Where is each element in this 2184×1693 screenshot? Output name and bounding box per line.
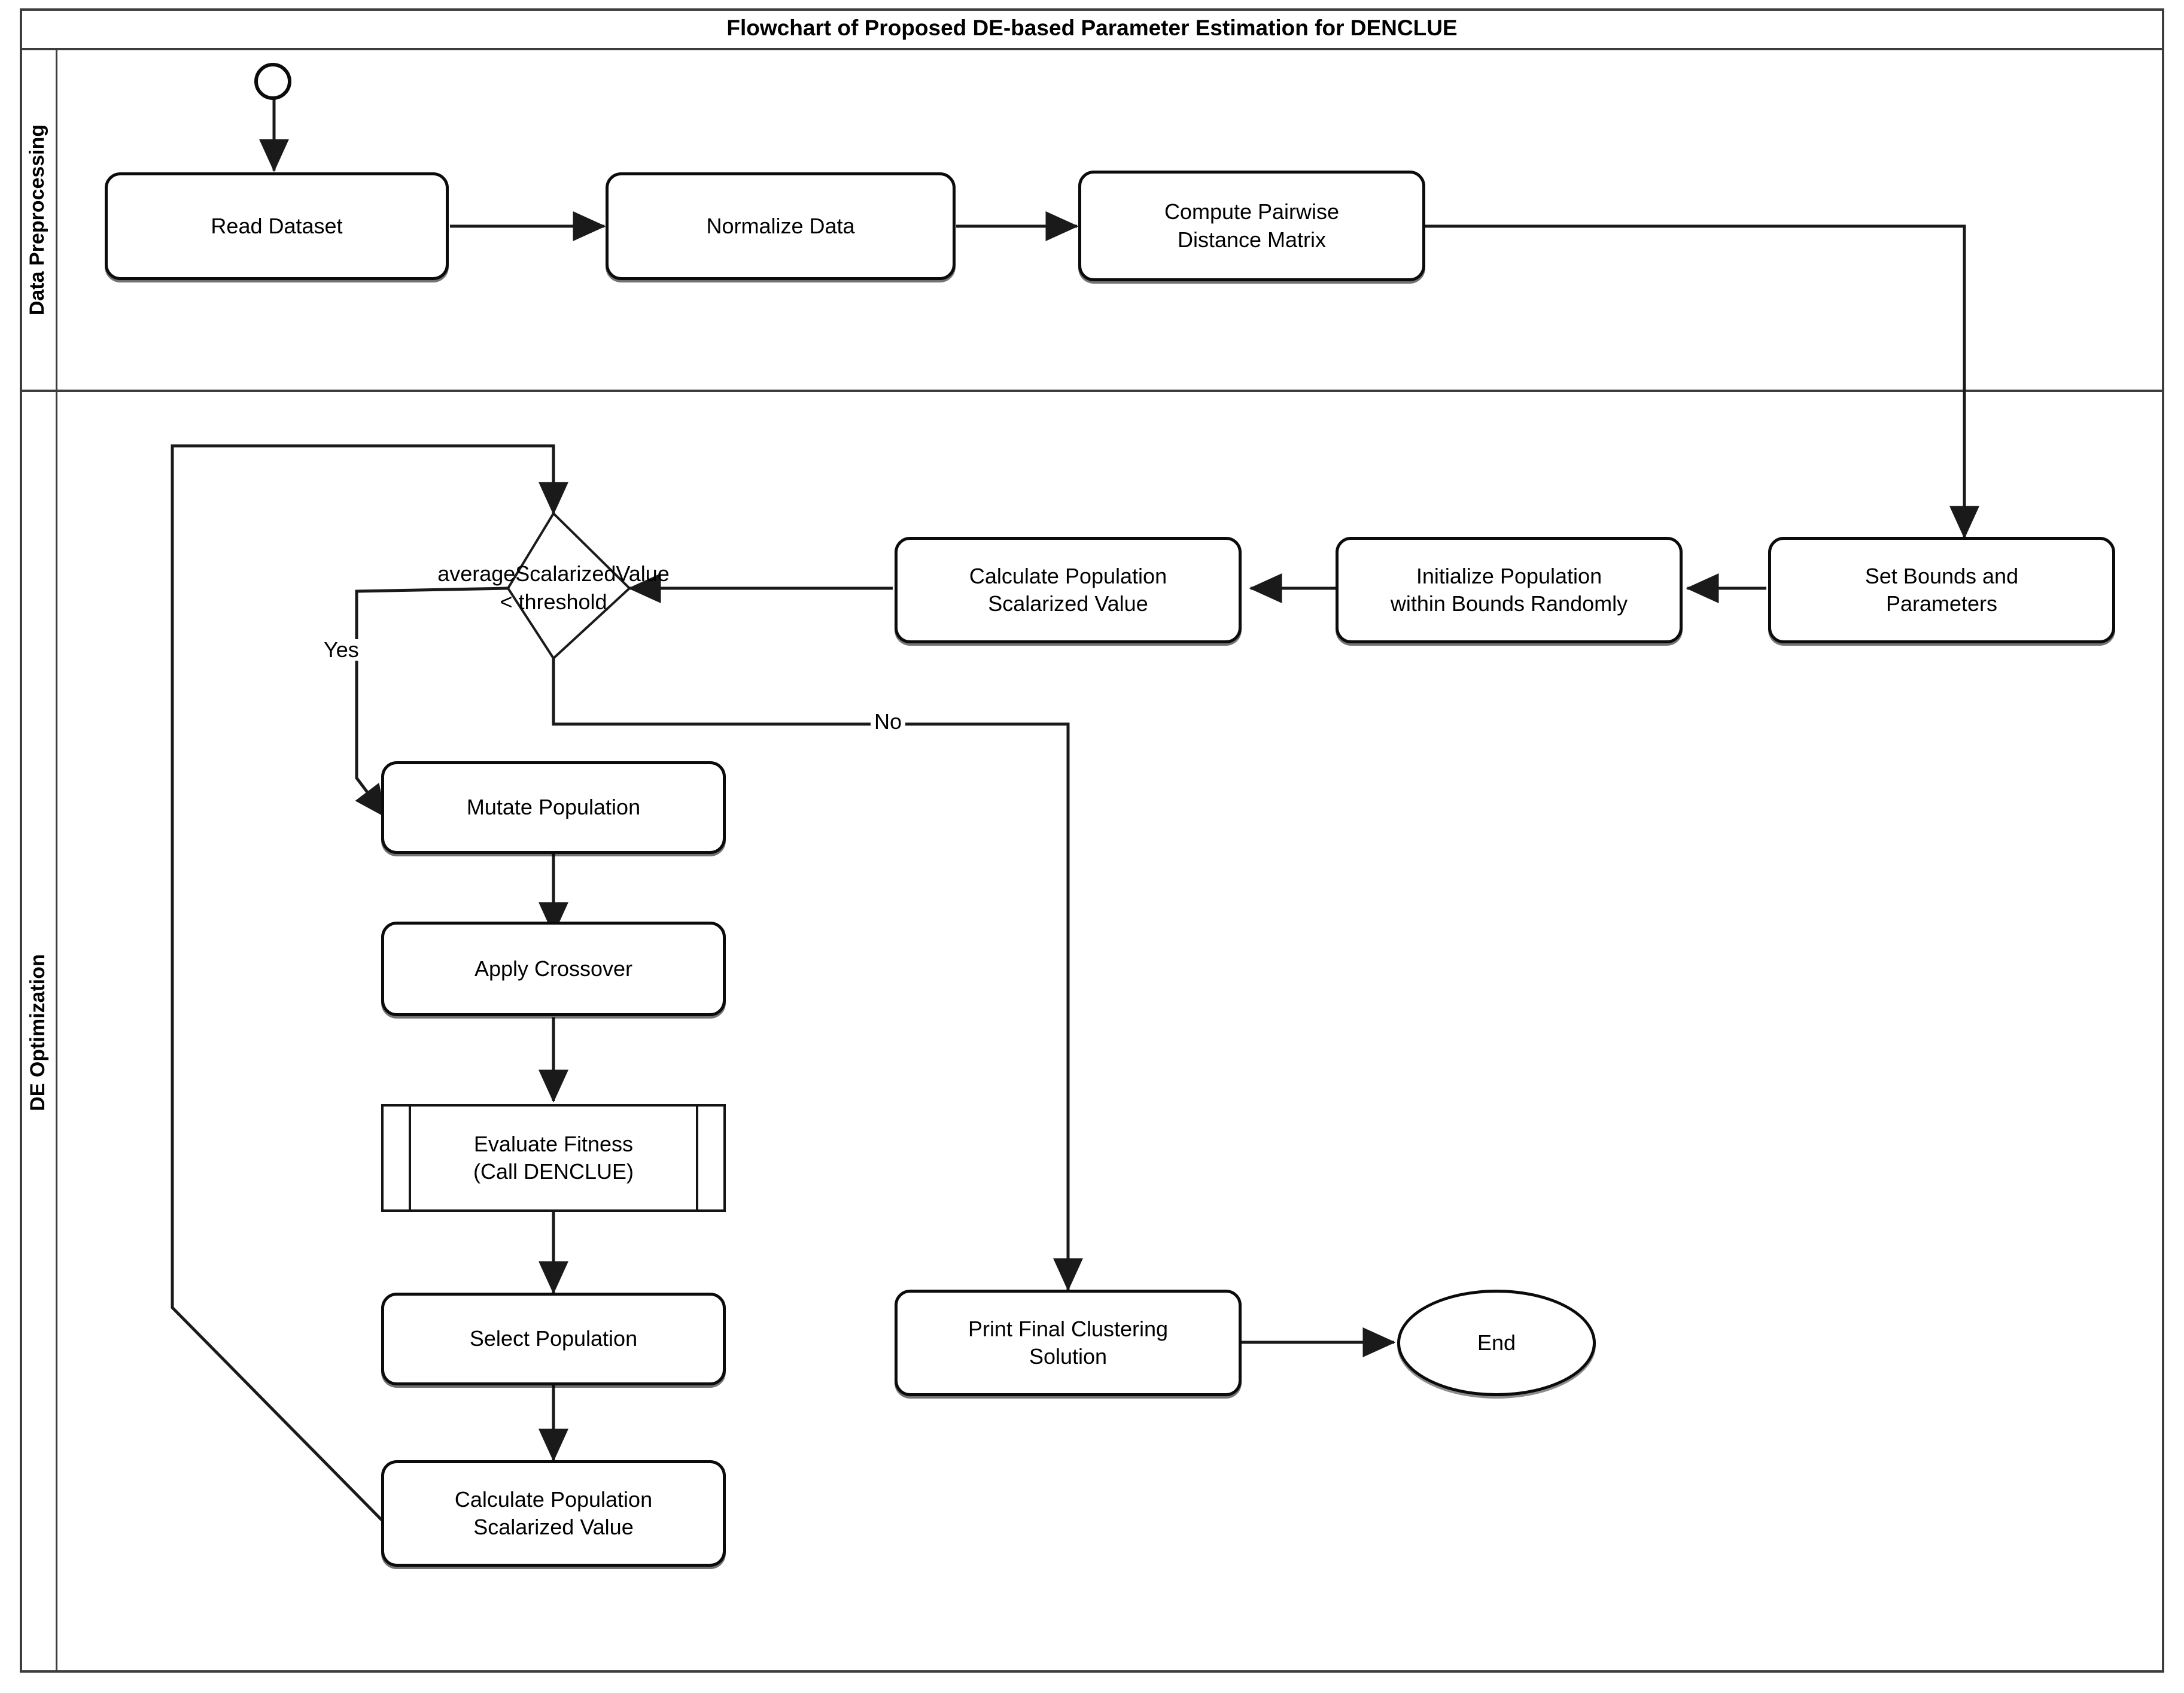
node-evaluate-fitness-call-denclue[interactable]: Evaluate Fitness (Call DENCLUE) (381, 1104, 726, 1212)
node-label: Normalize Data (706, 213, 855, 238)
subprocess-right-bar (696, 1107, 698, 1209)
node-calculate-population-scalarized-value-top[interactable]: Calculate Population Scalarized Value (895, 537, 1242, 643)
node-label-line2: (Call DENCLUE) (473, 1159, 634, 1184)
start-node[interactable] (254, 63, 291, 100)
lane-label-data-preprocessing: Data Preprocessing (20, 50, 56, 390)
node-label-line1: Initialize Population (1416, 563, 1602, 588)
node-label: Read Dataset (211, 213, 343, 238)
node-mutate-population[interactable]: Mutate Population (381, 761, 726, 854)
node-label-line1: Set Bounds and (1864, 563, 2019, 588)
edge-label-no: No (871, 711, 906, 732)
node-apply-crossover[interactable]: Apply Crossover (381, 922, 726, 1016)
lane-label-divider (56, 50, 57, 1673)
node-decision-threshold[interactable]: averageScalarizedValue < threshold (344, 549, 763, 627)
node-calculate-population-scalarized-value-bottom[interactable]: Calculate Population Scalarized Value (381, 1460, 726, 1567)
node-initialize-population[interactable]: Initialize Population within Bounds Rand… (1336, 537, 1683, 643)
node-label: Apply Crossover (474, 956, 633, 981)
node-label-line1: Calculate Population (454, 1487, 653, 1512)
edge-label-yes: Yes (320, 639, 363, 661)
node-label: Mutate Population (466, 795, 641, 820)
lane-label-text: DE Optimization (26, 953, 49, 1111)
node-label-line2: Scalarized Value (988, 591, 1148, 616)
node-label-line1: Print Final Clustering (968, 1316, 1169, 1341)
node-label: End (1477, 1330, 1516, 1355)
decision-label-line2: < threshold (500, 589, 607, 614)
node-select-population[interactable]: Select Population (381, 1293, 726, 1385)
page-title: Flowchart of Proposed DE-based Parameter… (726, 16, 1458, 40)
lane-label-text: Data Preprocessing (26, 124, 49, 316)
decision-label-line1: averageScalarizedValue (437, 561, 670, 586)
node-label: Select Population (469, 1326, 638, 1351)
node-set-bounds-parameters[interactable]: Set Bounds and Parameters (1768, 537, 2115, 643)
node-label-line2: Scalarized Value (473, 1515, 634, 1539)
node-read-dataset[interactable]: Read Dataset (105, 172, 449, 280)
node-normalize-data[interactable]: Normalize Data (606, 172, 956, 280)
node-label-line2: within Bounds Randomly (1390, 591, 1628, 616)
node-label-line2: Solution (1029, 1344, 1108, 1369)
title-divider (20, 48, 2164, 50)
node-label-line1: Evaluate Fitness (473, 1131, 634, 1156)
lane-label-de-optimization: DE Optimization (20, 392, 56, 1673)
node-label-line1: Calculate Population (969, 563, 1167, 588)
node-label-line2: Parameters (1885, 591, 1998, 616)
lane-divider (20, 390, 2164, 392)
node-label-line2: Distance Matrix (1177, 227, 1327, 252)
subprocess-left-bar (409, 1107, 411, 1209)
node-label-line1: Compute Pairwise (1164, 199, 1340, 224)
node-print-final-clustering-solution[interactable]: Print Final Clustering Solution (895, 1290, 1242, 1396)
node-compute-distance-matrix[interactable]: Compute Pairwise Distance Matrix (1078, 171, 1425, 281)
node-end[interactable]: End (1397, 1290, 1596, 1396)
